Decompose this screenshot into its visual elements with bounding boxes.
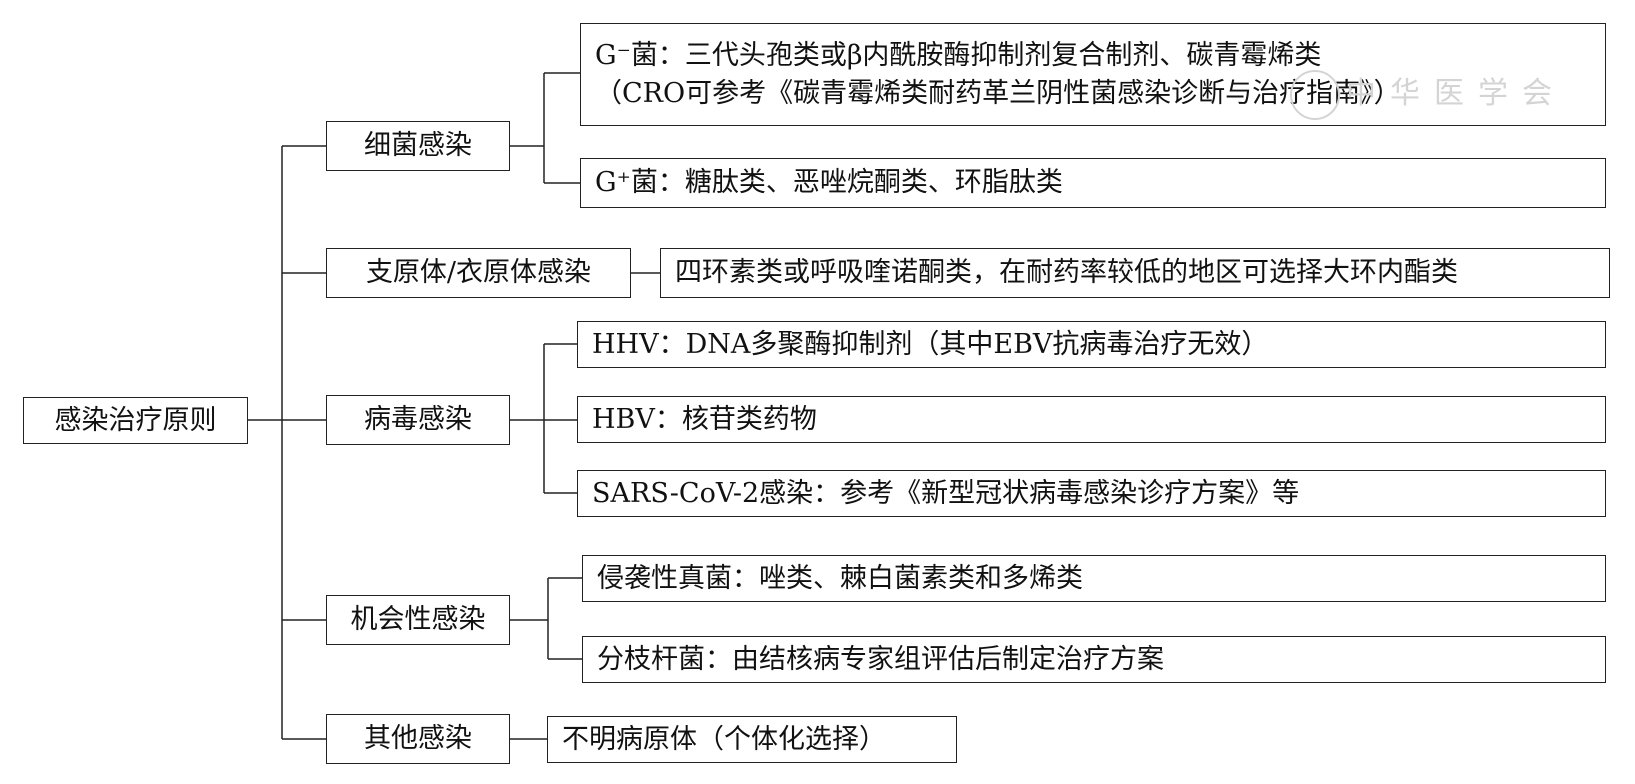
leaf-gram-negative: G⁻菌：三代头孢类或β内酰胺酶抑制剂复合制剂、碳青霉烯类 （CRO可参考《碳青霉… [580,23,1606,126]
root-node: 感染治疗原则 [23,397,248,444]
leaf-hhv: HHV：DNA多聚酶抑制剂（其中EBV抗病毒治疗无效） [577,321,1606,368]
category-viral-infection: 病毒感染 [326,395,510,445]
leaf-unknown-pathogen: 不明病原体（个体化选择） [547,716,957,763]
watermark: 中华医学会 [1290,68,1566,120]
watermark-seal-icon [1290,70,1340,120]
leaf-mycobacteria: 分枝杆菌：由结核病专家组评估后制定治疗方案 [582,636,1606,683]
leaf-gram-negative-line2: （CRO可参考《碳青霉烯类耐药革兰阴性菌感染诊断与治疗指南》） [595,77,1401,109]
leaf-gram-negative-line1: G⁻菌：三代头孢类或β内酰胺酶抑制剂复合制剂、碳青霉烯类 [595,39,1322,71]
leaf-hbv: HBV：核苷类药物 [577,396,1606,443]
leaf-sars-cov-2: SARS-CoV-2感染：参考《新型冠状病毒感染诊疗方案》等 [577,470,1606,517]
category-bacterial-infection: 细菌感染 [326,121,510,171]
leaf-gram-positive: G⁺菌：糖肽类、恶唑烷酮类、环脂肽类 [580,158,1606,208]
category-opportunistic-infection: 机会性感染 [326,595,510,645]
leaf-mycoplasma-treatment: 四环素类或呼吸喹诺酮类，在耐药率较低的地区可选择大环内酯类 [660,248,1610,298]
category-other-infection: 其他感染 [326,714,510,764]
category-mycoplasma-chlamydia-infection: 支原体/衣原体感染 [326,248,631,298]
leaf-invasive-fungi: 侵袭性真菌：唑类、棘白菌素类和多烯类 [582,555,1606,602]
